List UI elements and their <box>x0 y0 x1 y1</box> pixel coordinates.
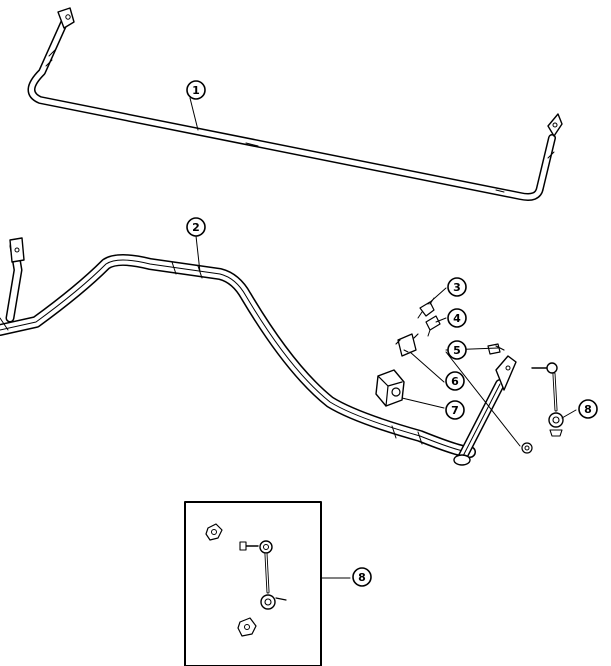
callout-4: 4 <box>447 308 467 328</box>
callout-number: 2 <box>192 221 200 234</box>
clip-part <box>425 315 441 337</box>
callout-8: 8 <box>578 399 598 419</box>
bolt <box>487 343 505 355</box>
callout-number: 8 <box>358 571 366 584</box>
callout-2: 2 <box>186 217 206 237</box>
callout-6: 6 <box>445 371 465 391</box>
callout-number: 5 <box>453 344 461 357</box>
callout-number: 6 <box>451 375 459 388</box>
rear-stabilizer-bar <box>0 237 517 466</box>
callout-3: 3 <box>447 277 467 297</box>
nut <box>237 617 257 637</box>
clip-part <box>417 297 435 319</box>
callout-7: 7 <box>445 400 465 420</box>
bushing-bracket <box>395 333 419 357</box>
callout-8-detail: 8 <box>352 567 372 587</box>
detail-inset <box>184 501 322 666</box>
callout-1: 1 <box>186 80 206 100</box>
callout-number: 1 <box>192 84 200 97</box>
callout-number: 8 <box>584 403 592 416</box>
callout-number: 4 <box>453 312 461 325</box>
callout-number: 3 <box>453 281 461 294</box>
stabilizer-link <box>531 362 564 437</box>
callout-5: 5 <box>447 340 467 360</box>
leader-lines <box>189 97 577 447</box>
nut <box>521 442 533 454</box>
nut <box>205 523 223 541</box>
callout-number: 7 <box>451 404 459 417</box>
front-stabilizer-bar <box>27 7 563 201</box>
stabilizer-link <box>239 540 287 610</box>
bushing <box>375 369 405 407</box>
